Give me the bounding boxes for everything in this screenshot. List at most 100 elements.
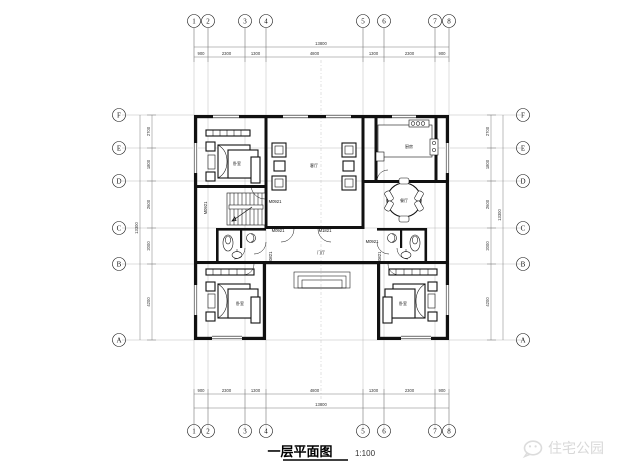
staircase bbox=[226, 192, 266, 226]
grid-label-8-bottom: 8 bbox=[447, 428, 451, 436]
door-label-1: M0921 bbox=[269, 199, 282, 204]
grid-label-E-right: E bbox=[521, 145, 525, 153]
grid-bubble-D bbox=[112, 174, 126, 188]
right-total-dim: 13300 bbox=[497, 209, 502, 221]
grid-label-A: A bbox=[116, 337, 121, 345]
wardrobe-bands bbox=[205, 129, 438, 276]
dining-table bbox=[384, 177, 424, 223]
grid-bubble-A-right bbox=[516, 333, 530, 347]
grid-label-2-bottom: 2 bbox=[206, 428, 210, 436]
grid-label-A-right: A bbox=[520, 337, 525, 345]
left-total-dim: 13300 bbox=[134, 222, 139, 234]
grid-label-C: C bbox=[117, 225, 122, 233]
door-label-6: M0921 bbox=[366, 239, 379, 244]
drawing-title: 一层平面图 bbox=[267, 445, 332, 460]
wechat-icon bbox=[522, 440, 543, 459]
grid-label-7-bottom: 7 bbox=[433, 428, 437, 436]
kitchen-fittings bbox=[375, 119, 439, 162]
grid-label-6-bottom: 6 bbox=[382, 428, 386, 436]
bottom-dim-4: 1300 bbox=[369, 388, 379, 393]
grid-label-D: D bbox=[116, 178, 121, 186]
grid-label-E: E bbox=[117, 145, 121, 153]
bed-upper-left bbox=[205, 141, 261, 184]
door-label-0: M0921 bbox=[203, 201, 208, 214]
left-dim-1: 1800 bbox=[146, 159, 151, 169]
right-dim-2: 2600 bbox=[485, 199, 490, 209]
top-dim-0: 900 bbox=[198, 51, 206, 56]
bottom-dim-2: 1300 bbox=[251, 388, 261, 393]
grid-bubble-B-right bbox=[516, 257, 530, 271]
bottom-dim-0: 900 bbox=[198, 388, 206, 393]
right-dim-1: 1800 bbox=[485, 159, 490, 169]
room-label-living-room: 客厅 bbox=[310, 162, 318, 168]
bed-lower-left bbox=[205, 281, 261, 324]
top-dim-5: 2300 bbox=[405, 51, 415, 56]
grid-label-6: 6 bbox=[382, 18, 386, 26]
top-grid-bubbles: 1 2 3 4 5 6 7 8 bbox=[187, 14, 456, 53]
right-dim-3: 2000 bbox=[485, 241, 490, 251]
grid-label-8: 8 bbox=[447, 18, 451, 26]
grid-label-5-bottom: 5 bbox=[361, 428, 365, 436]
grid-bubble-F bbox=[112, 108, 126, 122]
grid-bubble-E-right bbox=[516, 141, 530, 155]
room-label-entry-hall: 门厅 bbox=[317, 249, 325, 255]
drawing-title-block: 一层平面图 1:100 bbox=[267, 445, 376, 461]
door-label-3: M1821 bbox=[319, 228, 332, 233]
left-dim-2: 2600 bbox=[146, 199, 151, 209]
bottom-dim-3: 4800 bbox=[310, 388, 320, 393]
grid-label-2: 2 bbox=[206, 18, 210, 26]
top-dim-2: 1300 bbox=[251, 51, 261, 56]
grid-label-5: 5 bbox=[361, 18, 365, 26]
door-label-4: M0821 bbox=[268, 251, 273, 264]
grid-label-F-right: F bbox=[521, 112, 525, 120]
grid-bubble-C-right bbox=[516, 221, 530, 235]
grid-label-3-bottom: 3 bbox=[243, 428, 247, 436]
bed-lower-right bbox=[382, 281, 438, 324]
room-label-bedroom-upper-left: 卧室 bbox=[233, 160, 241, 166]
bathroom-left-fixtures bbox=[222, 233, 256, 259]
bottom-total-dim: 13800 bbox=[315, 402, 327, 407]
grid-bubble-A bbox=[112, 333, 126, 347]
room-label-kitchen: 厨房 bbox=[405, 143, 413, 149]
top-dim-4: 1300 bbox=[369, 51, 379, 56]
furniture bbox=[205, 119, 439, 324]
grid-bubble-D-right bbox=[516, 174, 530, 188]
top-dim-1: 2300 bbox=[222, 51, 232, 56]
right-dim-0: 2700 bbox=[485, 126, 490, 136]
room-labels: 卧室 客厅 厨房 餐厅 门厅 卧室 卧室 bbox=[233, 143, 413, 306]
left-dim-0: 2700 bbox=[146, 126, 151, 136]
right-dim-4: 4200 bbox=[485, 297, 490, 307]
right-dimension-chain: 2700 1800 2600 2000 4200 13300 F E D C B… bbox=[485, 108, 530, 347]
bottom-dim-6: 900 bbox=[439, 388, 447, 393]
grid-label-7: 7 bbox=[433, 18, 437, 26]
grid-label-B-right: B bbox=[521, 261, 526, 269]
grid-label-3: 3 bbox=[243, 18, 247, 26]
room-label-dining-room: 餐厅 bbox=[400, 197, 408, 203]
grid-label-D-right: D bbox=[520, 178, 525, 186]
bathroom-right-fixtures bbox=[387, 233, 421, 259]
left-dim-3: 2000 bbox=[146, 241, 151, 251]
grid-label-1-bottom: 1 bbox=[192, 428, 196, 436]
top-dim-3: 4800 bbox=[310, 51, 320, 56]
grid-label-C-right: C bbox=[521, 225, 526, 233]
grid-bubble-F-right bbox=[516, 108, 530, 122]
bottom-dim-5: 2300 bbox=[405, 388, 415, 393]
room-label-bedroom-lower-right: 卧室 bbox=[399, 300, 407, 306]
grid-bubble-E bbox=[112, 141, 126, 155]
grid-label-4-bottom: 4 bbox=[264, 428, 268, 436]
door-label-2: M0921 bbox=[272, 228, 285, 233]
grid-label-4: 4 bbox=[264, 18, 268, 26]
entry-steps bbox=[293, 271, 351, 289]
sofa-set-living-room bbox=[271, 142, 357, 191]
watermark-text: 住宅公园 bbox=[548, 441, 604, 457]
left-dim-4: 4200 bbox=[146, 297, 151, 307]
watermark: 住宅公园 bbox=[522, 440, 604, 459]
top-dimension-chain: 13800 900 2300 1300 4800 1300 2300 900 bbox=[193, 41, 450, 62]
grid-label-B: B bbox=[117, 261, 122, 269]
grid-label-F: F bbox=[117, 112, 121, 120]
door-labels: M0921 M0921 M0921 M1821 M0821 M0821 M092… bbox=[203, 199, 382, 264]
top-dim-6: 900 bbox=[439, 51, 447, 56]
